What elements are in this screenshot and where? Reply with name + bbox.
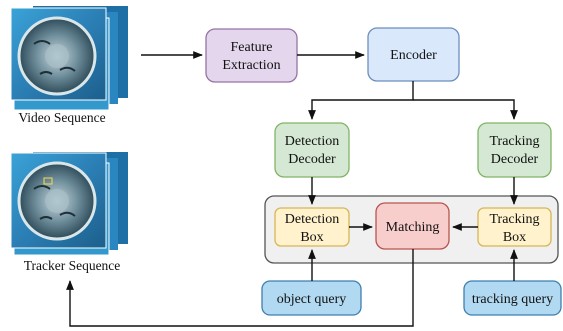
tracking-decoder-line2: Decoder — [491, 152, 539, 167]
matching-label: Matching — [386, 220, 440, 235]
matching-node: Matching — [375, 202, 450, 250]
tracking-box-line2: Box — [503, 230, 526, 245]
feature-extraction-line1: Feature — [231, 40, 273, 55]
detection-decoder-line2: Decoder — [288, 152, 336, 167]
tracking-decoder-node: Tracking Decoder — [477, 122, 552, 178]
arrow-matching-to-tracker-sequence — [66, 249, 414, 327]
tracking-decoder-line1: Tracking — [489, 134, 539, 149]
tracker-sequence-caption: Tracker Sequence — [24, 258, 121, 273]
detection-box-node: Detection Box — [274, 207, 350, 247]
detection-box-line2: Box — [300, 230, 323, 245]
tracking-box-line1: Tracking — [489, 212, 539, 227]
tracker-sequence-image — [10, 152, 128, 256]
tracking-query-node: tracking query — [463, 280, 562, 316]
connectors — [66, 51, 518, 327]
arrow-encoder-to-detection-decoder — [308, 81, 414, 120]
object-query-label: object query — [277, 292, 347, 307]
encoder-node: Encoder — [367, 27, 460, 82]
arrow-encoder-to-tracking-decoder — [413, 99, 518, 120]
detection-decoder-node: Detection Decoder — [274, 122, 350, 178]
detection-box-line1: Detection — [285, 212, 339, 227]
feature-extraction-line2: Extraction — [222, 58, 280, 73]
object-query-node: object query — [261, 280, 362, 316]
video-sequence-image — [10, 6, 128, 111]
video-sequence-caption: Video Sequence — [18, 110, 105, 125]
tracking-box-node: Tracking Box — [477, 207, 552, 247]
feature-extraction-node: Feature Extraction — [205, 28, 298, 83]
encoder-label: Encoder — [390, 48, 437, 63]
tracking-query-label: tracking query — [472, 292, 553, 307]
detection-decoder-line1: Detection — [285, 134, 339, 149]
